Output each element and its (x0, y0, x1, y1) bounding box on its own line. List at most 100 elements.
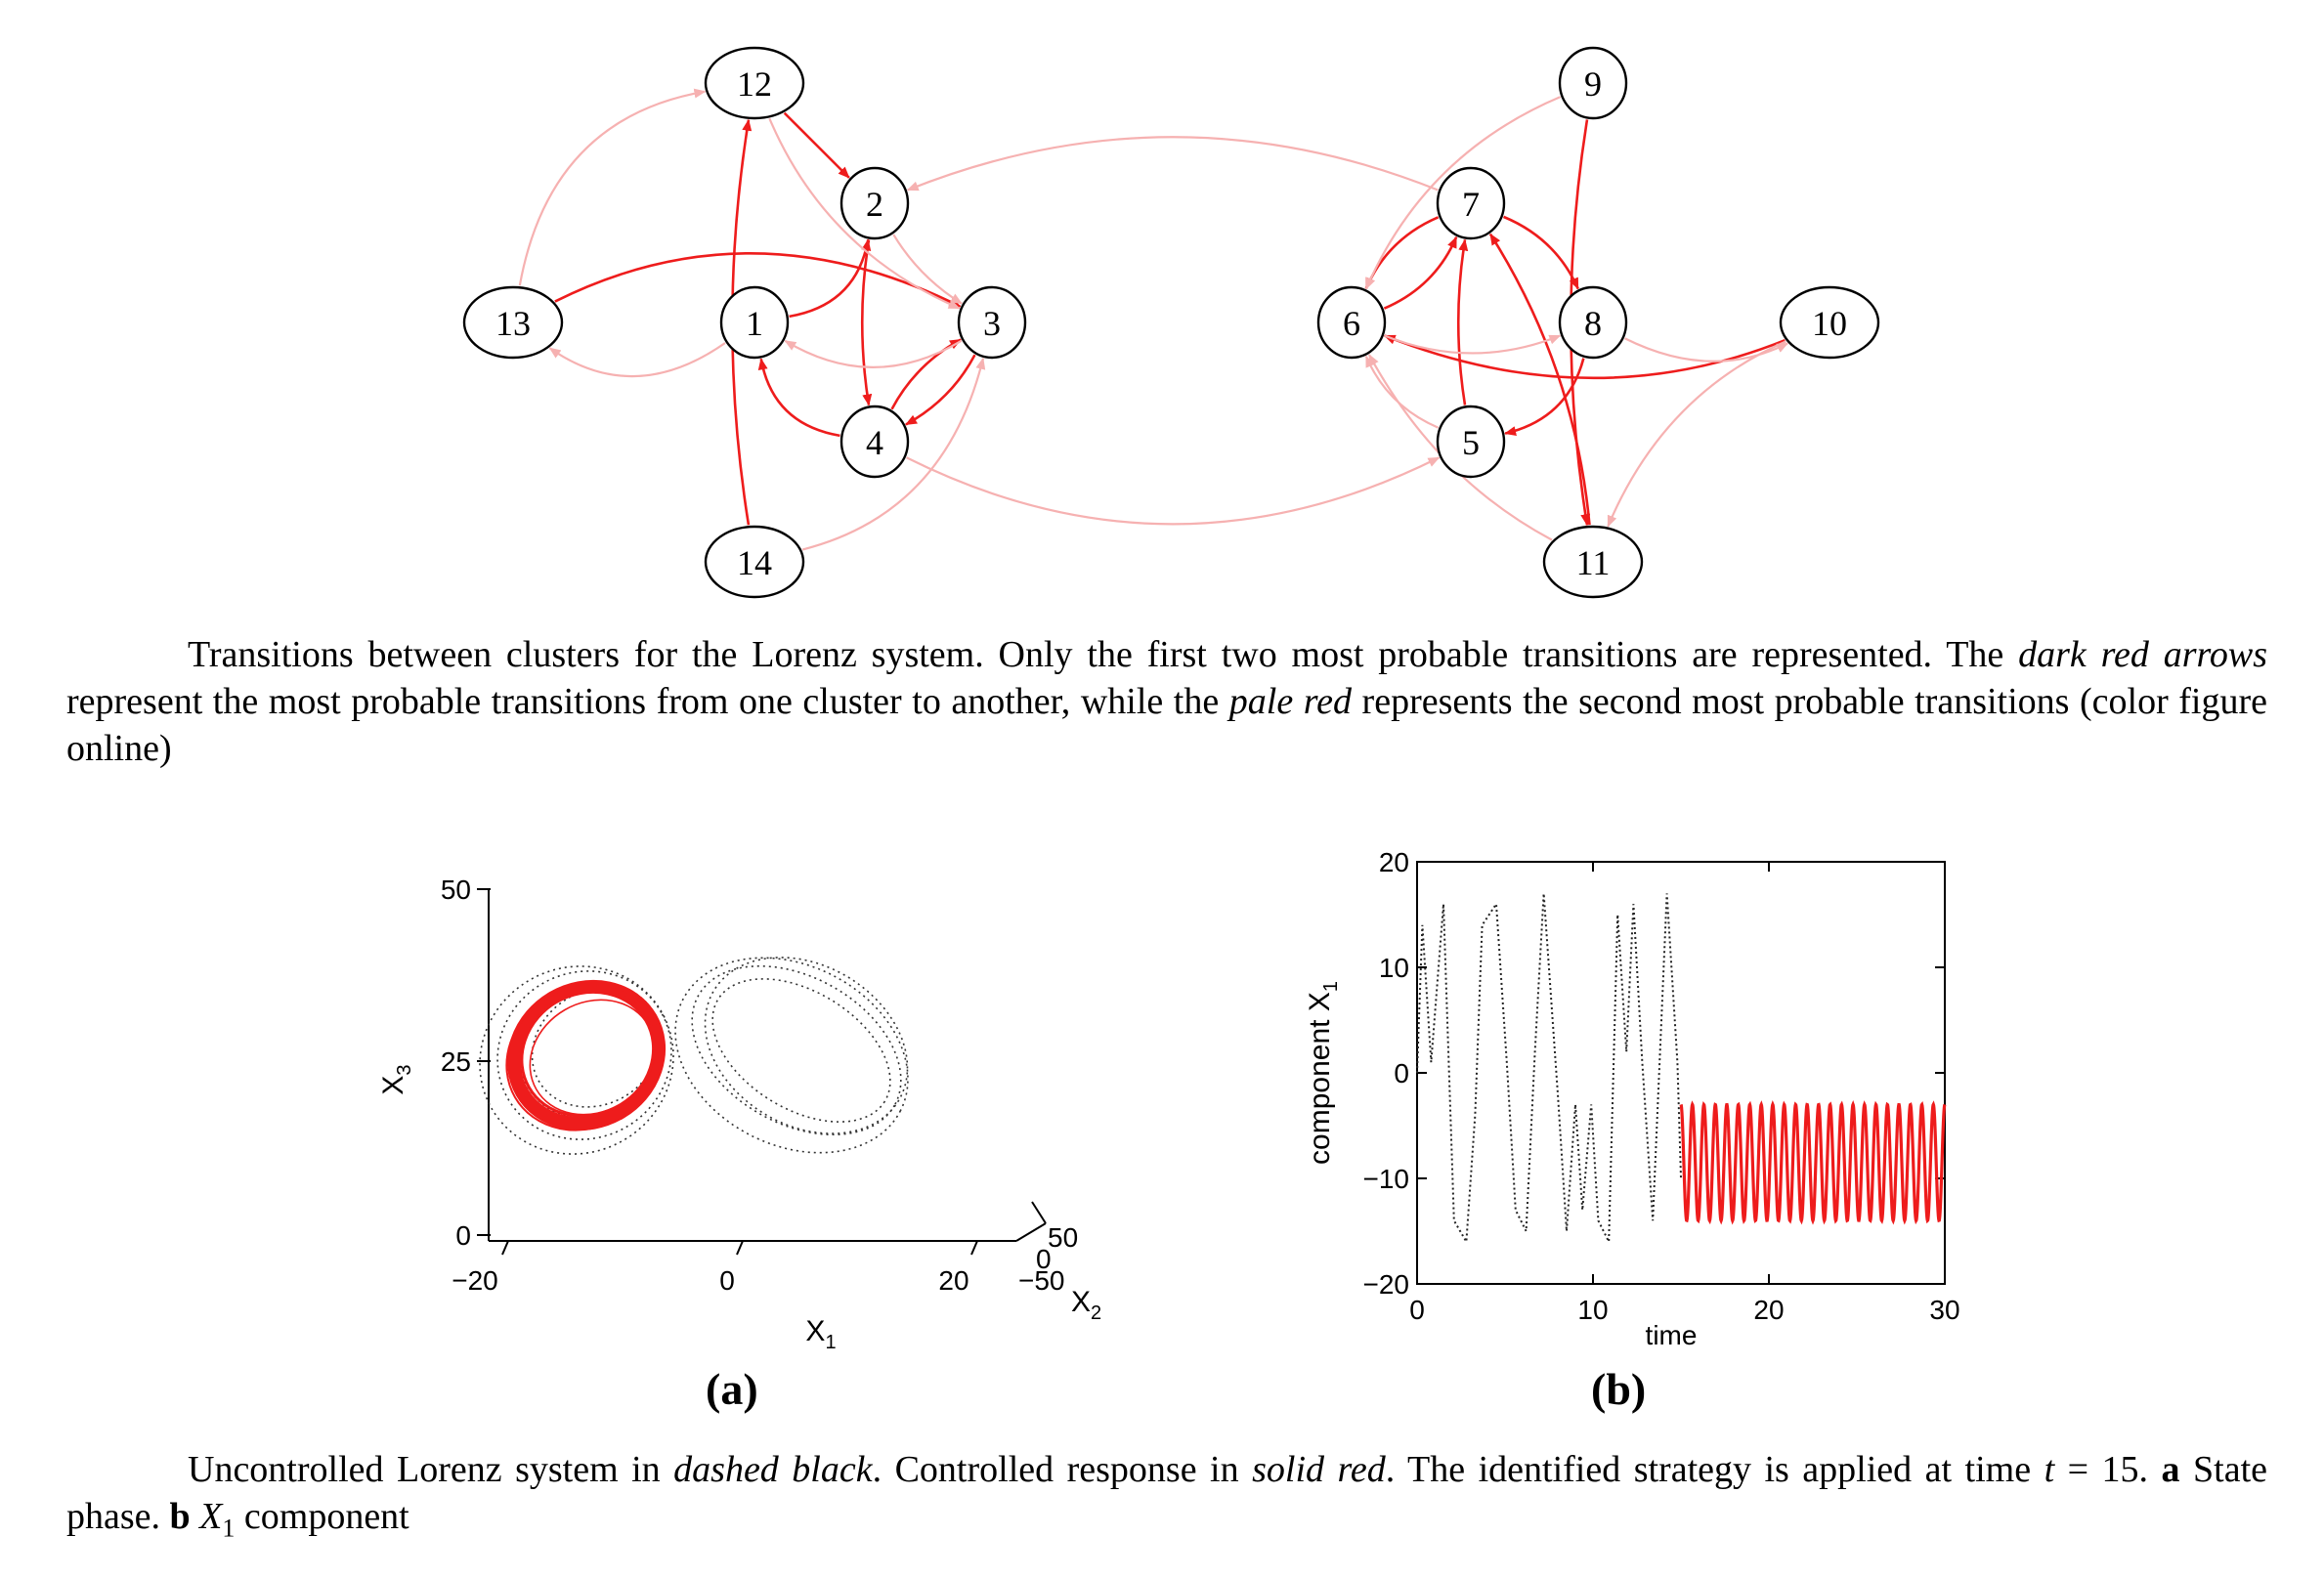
cluster-node-2: 2 (839, 166, 910, 240)
time-tick-label-3: 30 (1929, 1295, 1959, 1325)
time-tick-label-2: 20 (1753, 1295, 1784, 1325)
x3-tick-label-50: 50 (441, 875, 471, 905)
x2-tick-label-neg50: −50 (1018, 1265, 1065, 1296)
edge-6-to-8 (1384, 334, 1562, 355)
caption1-text-3: represents the second most probable tran… (66, 681, 2268, 769)
panel-label-b: (b) (1591, 1364, 1647, 1414)
cluster-node-12-shape (704, 46, 805, 120)
cluster-node-9-label: 9 (1584, 64, 1602, 104)
cluster-node-4-shape (839, 405, 910, 479)
edge-1-to-2 (789, 238, 872, 319)
cluster-node-8: 8 (1558, 285, 1628, 360)
x2-tick-label-50: 50 (1048, 1222, 1078, 1253)
cluster-node-11-shape (1542, 525, 1644, 599)
edge-12-to-2 (783, 111, 850, 179)
cluster-node-13-label: 13 (495, 304, 531, 343)
cluster-node-2-shape (839, 166, 910, 240)
x1-axis-label: X1 (805, 1315, 836, 1348)
caption1-emphasis-dark-red: dark red arrows (2018, 634, 2267, 675)
caption2-bold-a: a (2161, 1449, 2180, 1490)
cluster-node-14-label: 14 (737, 543, 772, 582)
uncontrolled-loop-5 (711, 978, 891, 1123)
cluster-node-3-shape (957, 285, 1027, 360)
cluster-node-11-label: 11 (1576, 543, 1611, 582)
edge-4-to-5 (906, 456, 1441, 526)
controlled-loop-4 (505, 983, 664, 1131)
edge-9-to-6 (1364, 96, 1562, 290)
edge-3-to-4 (905, 354, 976, 426)
x2-axis-line (1015, 1222, 1047, 1242)
x1-tick-neg20 (501, 1240, 509, 1256)
edge-4-to-3 (890, 338, 962, 410)
edge-3-to-1 (784, 339, 963, 368)
cluster-node-7: 7 (1436, 166, 1506, 240)
component-tick-label-3: 10 (1379, 953, 1409, 983)
caption2-text-2: . Controlled response in (872, 1449, 1253, 1490)
uncontrolled-loop-6 (674, 957, 909, 1154)
cluster-node-2-label: 2 (866, 185, 883, 224)
x2-tick-50 (1031, 1201, 1047, 1224)
cluster-node-1: 1 (719, 285, 790, 360)
caption2-math-eq: = 15. (2054, 1449, 2162, 1490)
component-tick-label-1: −10 (1363, 1164, 1410, 1194)
edge-2-to-4 (860, 239, 873, 406)
cluster-node-4: 4 (839, 405, 910, 479)
x2-tick-label-0: 0 (1036, 1244, 1052, 1274)
cluster-node-5-shape (1436, 405, 1506, 479)
edge-13-to-3 (554, 252, 962, 308)
edge-7-to-6 (1364, 216, 1440, 290)
edge-10-to-11 (1607, 340, 1786, 528)
caption2-text-4: State phase. (66, 1449, 2267, 1537)
x1-tick-0 (736, 1240, 744, 1256)
x1-tick-label-neg20: −20 (452, 1265, 498, 1296)
edge-6-to-7 (1383, 235, 1458, 310)
caption2-math-sub: 1 (222, 1514, 236, 1543)
figure-caption-control: Uncontrolled Lorenz system in dashed bla… (66, 1446, 2267, 1553)
caption2-bold-b: b (169, 1496, 191, 1537)
svg-text:X3: X3 (377, 1064, 415, 1094)
caption1-text-1: Transitions between clusters for the Lor… (188, 634, 2019, 675)
svg-text:component X1: component X1 (1304, 981, 1342, 1165)
edge-14-to-3 (801, 357, 986, 551)
cluster-node-5-label: 5 (1462, 423, 1480, 462)
uncontrolled-loop-4 (691, 964, 902, 1136)
state-phase-plot: 0 25 50 X3 −20 0 20 X1 50 0 −50 X2 (377, 875, 1101, 1348)
x1-tick-label-0: 0 (719, 1265, 735, 1296)
caption2-text-3: . The identified strategy is applied at … (1385, 1449, 2044, 1490)
cluster-node-7-shape (1436, 166, 1506, 240)
cluster-node-9-shape (1558, 46, 1628, 120)
uncontrolled-loop-2 (496, 970, 672, 1140)
edge-11-to-7 (1488, 233, 1591, 526)
cluster-node-7-label: 7 (1462, 185, 1480, 224)
cluster-node-11: 11 (1542, 525, 1644, 599)
edge-5-to-7 (1456, 238, 1469, 405)
cluster-node-4-label: 4 (866, 423, 883, 462)
cluster-node-8-shape (1558, 285, 1628, 360)
caption2-text-1: Uncontrolled Lorenz system in (188, 1449, 674, 1490)
edge-4-to-1 (757, 358, 840, 438)
cluster-node-13-shape (462, 285, 564, 360)
x3-tick-label-25: 25 (441, 1046, 471, 1077)
caption2-math-t: t (2044, 1449, 2055, 1490)
cluster-node-10-shape (1779, 285, 1880, 360)
uncontrolled-loop-8 (479, 965, 674, 1155)
caption2-text-5: component (235, 1496, 409, 1537)
cluster-node-3-label: 3 (983, 304, 1001, 343)
figure-caption-transitions: Transitions between clusters for the Lor… (66, 631, 2267, 772)
cluster-node-14: 14 (704, 525, 805, 599)
uncontrolled-loop-7 (704, 957, 909, 1134)
cluster-node-3: 3 (957, 285, 1027, 360)
cluster-node-10: 10 (1779, 285, 1880, 360)
caption1-text-2: represent the most probable transitions … (66, 681, 1229, 722)
cluster-node-6: 6 (1316, 285, 1387, 360)
cluster-node-9: 9 (1558, 46, 1628, 120)
uncontrolled-series (1416, 893, 1682, 1246)
edge-8-to-5 (1504, 358, 1585, 436)
caption2-emphasis-dashed: dashed black (673, 1449, 873, 1490)
cluster-node-6-label: 6 (1343, 304, 1360, 343)
edge-2-to-3 (892, 234, 963, 305)
cluster-node-1-label: 1 (746, 304, 763, 343)
edge-8-to-10 (1624, 337, 1789, 363)
